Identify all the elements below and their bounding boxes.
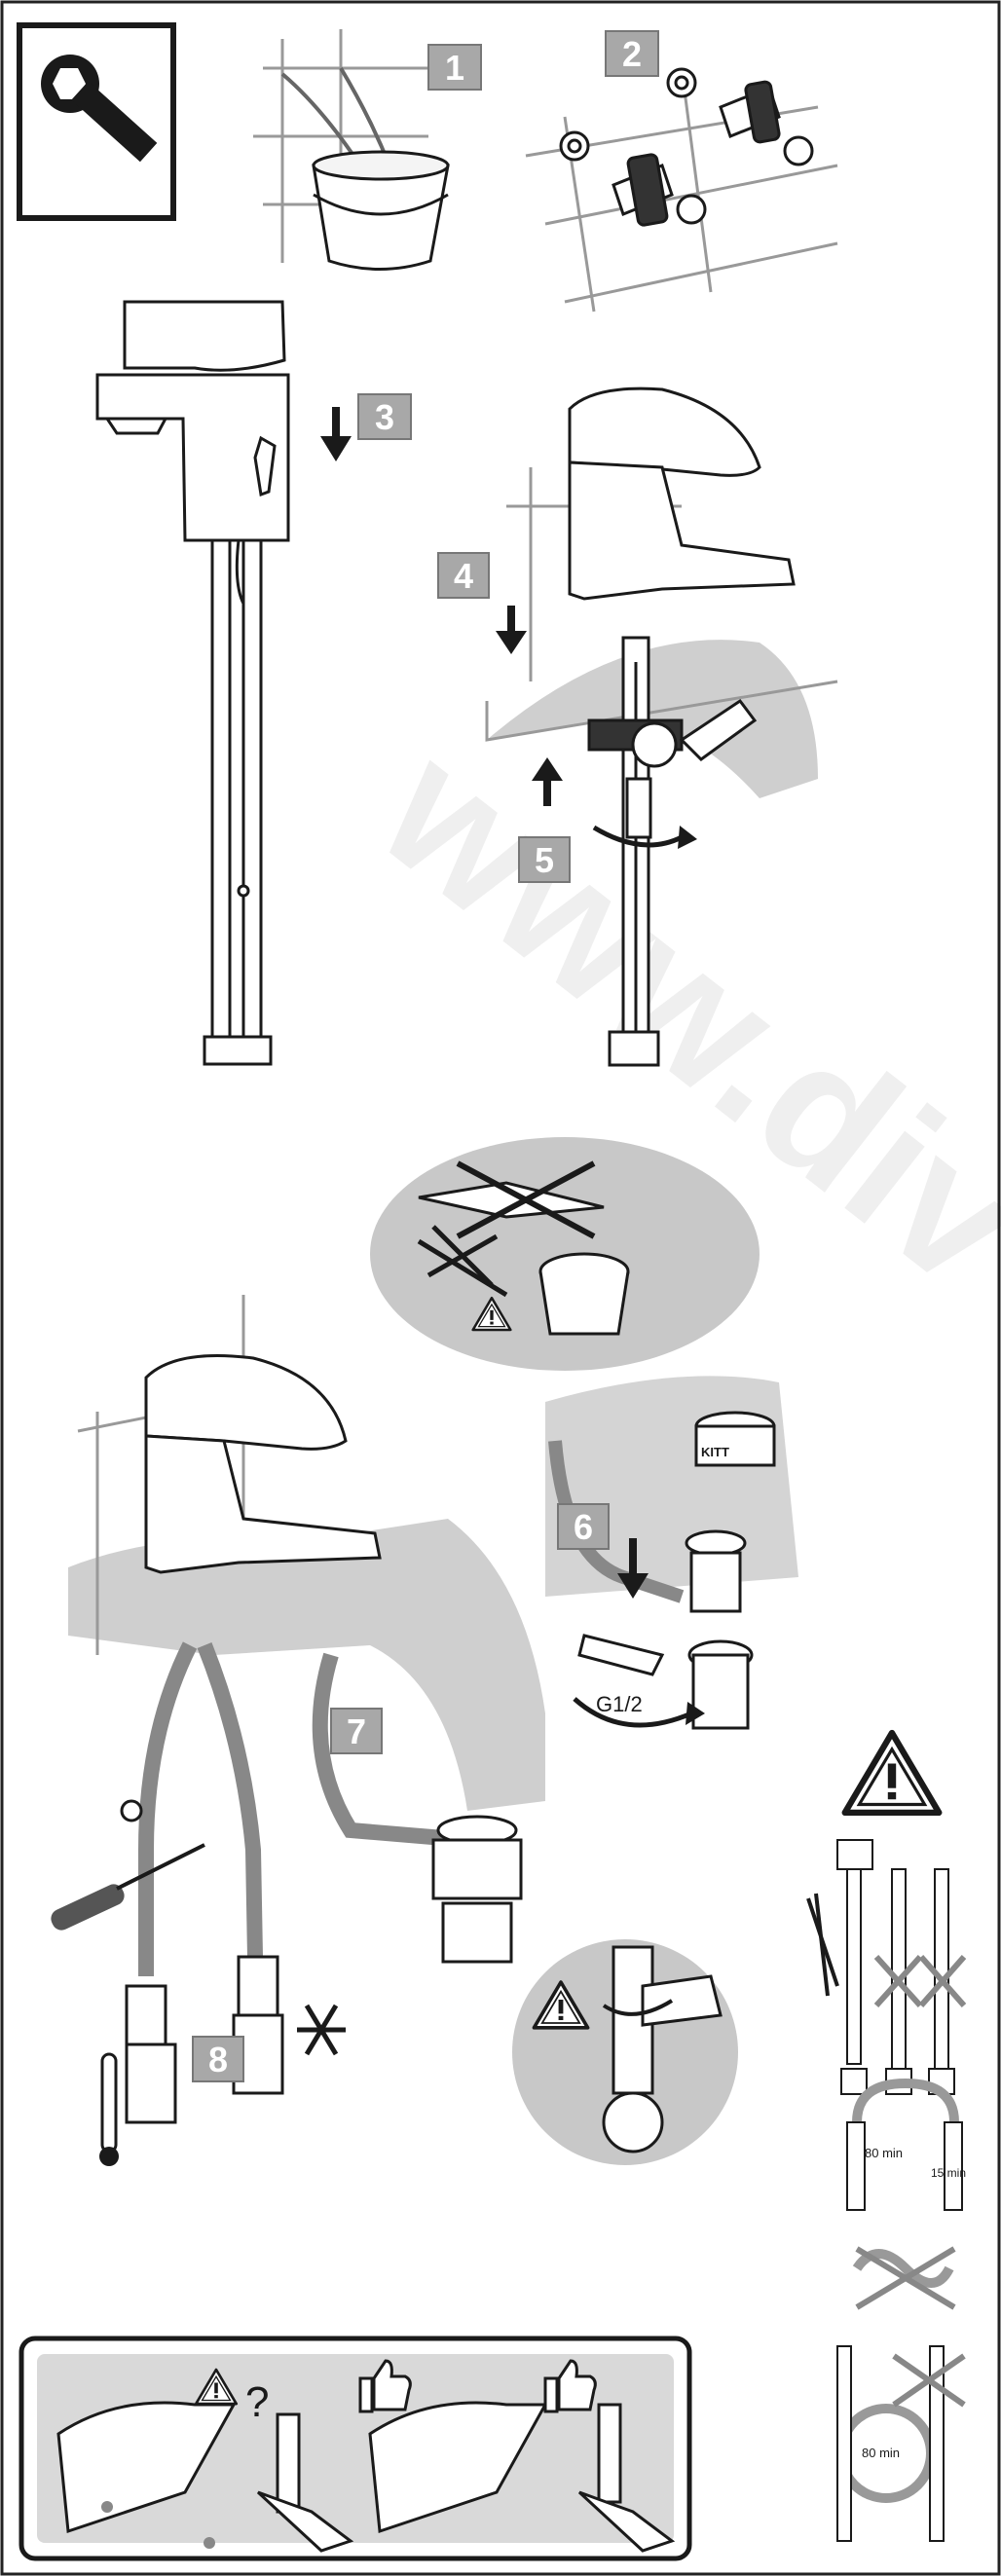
step-8-badge: 8 xyxy=(192,2036,244,2082)
step-4-badge: 4 xyxy=(437,552,490,599)
screwdriver-icon xyxy=(51,1799,205,1931)
dim-80-min-top: 80 min xyxy=(865,2146,903,2160)
thumbs-up-icon-2 xyxy=(543,2359,597,2413)
svg-text:7: 7 xyxy=(347,1711,366,1751)
step-1-flush-illustration xyxy=(253,29,450,271)
step-7-8-installation-illustration xyxy=(51,1295,545,2166)
question-mark: ? xyxy=(245,2378,269,2426)
thumbs-up-icon xyxy=(358,2359,412,2413)
dim-15-min: 15 min xyxy=(931,2166,966,2180)
step-4-5-mounting-illustration xyxy=(485,386,838,1067)
step-7-badge: 7 xyxy=(330,1708,383,1754)
step-3-badge: 3 xyxy=(357,393,412,440)
thermometer-icon xyxy=(99,2052,119,2166)
hose-routing-guide xyxy=(806,1839,967,2542)
svg-text:2: 2 xyxy=(622,34,642,74)
step-1-badge: 1 xyxy=(427,44,482,91)
step-3-mixer-illustration xyxy=(95,300,290,1066)
svg-text:1: 1 xyxy=(445,48,464,88)
step-3-arrow xyxy=(320,407,352,461)
svg-text:4: 4 xyxy=(454,556,473,596)
step-2-valves-illustration xyxy=(525,67,838,313)
step-2-badge: 2 xyxy=(605,30,659,77)
svg-text:8: 8 xyxy=(208,2040,228,2079)
dim-80-min-bottom: 80 min xyxy=(862,2446,900,2460)
warning-triangle-icon-3 xyxy=(845,1733,940,1813)
thread-size-label: G1/2 xyxy=(596,1692,643,1716)
svg-text:6: 6 xyxy=(574,1507,593,1547)
usage-tip-box: ? xyxy=(19,2336,692,2561)
frost-icon xyxy=(297,2004,346,2056)
hose-guide-warning xyxy=(845,1733,940,1813)
tool-warning-circle xyxy=(370,1137,760,1371)
svg-text:3: 3 xyxy=(375,397,394,437)
hand-tighten-warning-circle xyxy=(512,1939,738,2165)
step-5-badge: 5 xyxy=(518,836,571,883)
step-6-badge: 6 xyxy=(557,1503,610,1550)
svg-text:5: 5 xyxy=(535,840,554,880)
step-6-drain-illustration: KITT G1/2 xyxy=(545,1376,798,1730)
wrench-tool-icon xyxy=(17,22,176,221)
kitt-label: KITT xyxy=(701,1445,729,1459)
